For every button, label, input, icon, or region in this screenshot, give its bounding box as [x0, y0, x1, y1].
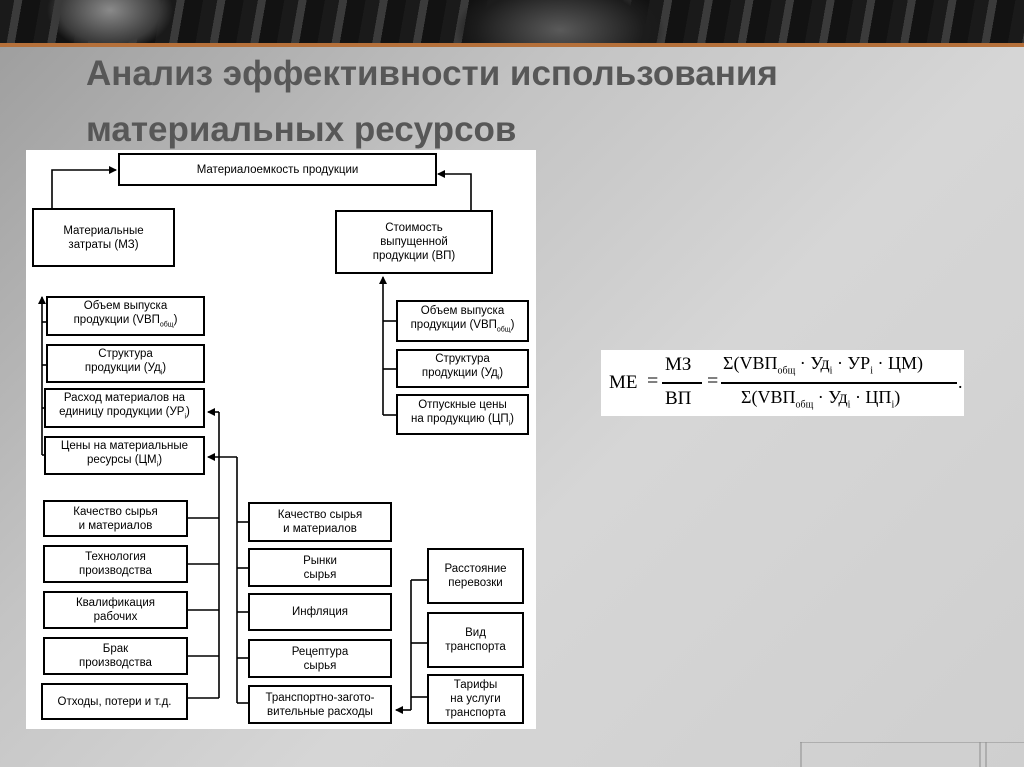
box-left-consumption-rate: Расход материалов на единицу продукции (…: [44, 388, 205, 428]
box-price-factor-transport-costs: Транспортно-загото- вительные расходы: [248, 685, 392, 724]
formula-period: .: [958, 372, 963, 392]
accent-stripe: [0, 43, 1024, 47]
box-rate-factor-quality: Качество сырья и материалов: [43, 500, 188, 537]
box-material-intensity: Материалоемкость продукции: [118, 153, 437, 186]
box-right-volume: Объем выпуска продукции (VВПобщ): [396, 300, 529, 342]
box-right-sale-prices: Отпускные цены на продукцию (ЦПi): [396, 394, 529, 435]
formula-numerator-mz: МЗ: [665, 354, 692, 375]
factor-diagram: Материалоемкость продукции Материальные …: [26, 150, 536, 729]
box-price-factor-quality: Качество сырья и материалов: [248, 502, 392, 542]
header-banner: [0, 0, 1024, 46]
box-rate-factor-defects: Брак производства: [43, 637, 188, 675]
box-transport-distance: Расстояние перевозки: [427, 548, 524, 604]
box-rate-factor-waste: Отходы, потери и т.д.: [41, 683, 188, 720]
connector-vp-top: [437, 170, 472, 210]
box-transport-tariffs: Тарифы на услуги транспорта: [427, 674, 524, 724]
box-price-factor-inflation: Инфляция: [248, 593, 392, 631]
formula-numerator-sum: Σ(VВПобщ · Удi · УРi · ЦМ): [723, 353, 923, 377]
formula-lhs: МЕ: [609, 372, 638, 393]
slide-title: Анализ эффективности использования матер…: [86, 46, 906, 158]
box-left-structure: Структура продукции (Удi): [46, 344, 205, 383]
box-right-structure: Структура продукции (Удi): [396, 349, 529, 388]
formula-denominator-vp: ВП: [665, 388, 692, 409]
formula-denominator-sum: Σ(VВПобщ · Удi · ЦПi): [741, 387, 901, 411]
connector-mz-top: [51, 166, 117, 208]
box-material-costs: Материальные затраты (МЗ): [32, 208, 175, 267]
box-left-material-prices: Цены на материальные ресурсы (ЦМi): [44, 436, 205, 475]
formula-equals-1: =: [647, 370, 659, 392]
box-rate-factor-technology: Технология производства: [43, 545, 188, 583]
title-line-1: Анализ эффективности использования: [86, 54, 778, 93]
diagram-connectors: [38, 166, 472, 714]
material-intensity-formula: МЕ = МЗ ВП = Σ(VВПобщ · Удi · УРi · ЦМ) …: [601, 350, 964, 416]
box-output-value: Стоимость выпущенной продукции (ВП): [335, 210, 493, 274]
box-left-volume: Объем выпуска продукции (VВПобщ): [46, 296, 205, 336]
formula-fraction-bar-1: [662, 382, 702, 384]
formula-fraction-bar-2: [721, 382, 957, 384]
corner-decoration: [800, 742, 1024, 767]
box-rate-factor-skills: Квалификация рабочих: [43, 591, 188, 629]
box-transport-type: Вид транспорта: [427, 612, 524, 668]
title-line-2: материальных ресурсов: [86, 110, 517, 149]
box-price-factor-recipe: Рецептура сырья: [248, 639, 392, 678]
box-price-factor-markets: Рынки сырья: [248, 548, 392, 587]
formula-equals-2: =: [707, 370, 719, 392]
